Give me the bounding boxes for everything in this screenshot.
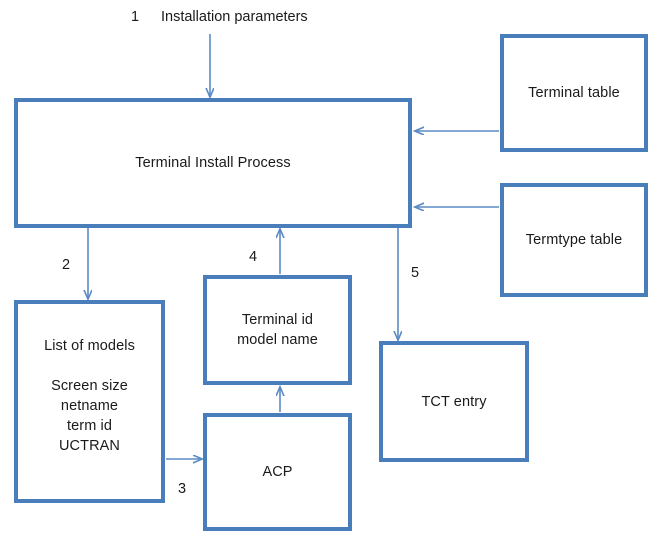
box-acp[interactable]: ACP (203, 413, 352, 531)
box-terminal-table-label: Terminal table (528, 85, 620, 101)
flow-number-4: 4 (249, 249, 258, 265)
flow-number-3: 3 (178, 481, 187, 497)
box-terminal-install-process-label: Terminal Install Process (135, 155, 291, 171)
box-tct-entry-label: TCT entry (421, 393, 487, 410)
installation-parameters-label: Installation parameters (161, 9, 308, 25)
box-tct-entry[interactable]: TCT entry (379, 341, 529, 462)
box-terminal-id-model-name-label: Terminal id model name (237, 312, 318, 348)
box-acp-label: ACP (262, 464, 293, 480)
box-terminal-install-process[interactable]: Terminal Install Process (14, 98, 412, 228)
box-list-of-models[interactable]: List of models Screen size netname term … (14, 300, 165, 503)
flow-number-5: 5 (411, 265, 420, 281)
box-termtype-table[interactable]: Termtype table (500, 183, 648, 297)
box-termtype-table-label: Termtype table (525, 232, 623, 248)
box-list-of-models-label: List of models Screen size netname term … (44, 338, 135, 454)
flow-number-2: 2 (62, 257, 71, 273)
flow-number-1: 1 (131, 9, 140, 25)
box-terminal-table[interactable]: Terminal table (500, 34, 648, 152)
box-terminal-id-model-name[interactable]: Terminal id model name (203, 275, 352, 385)
